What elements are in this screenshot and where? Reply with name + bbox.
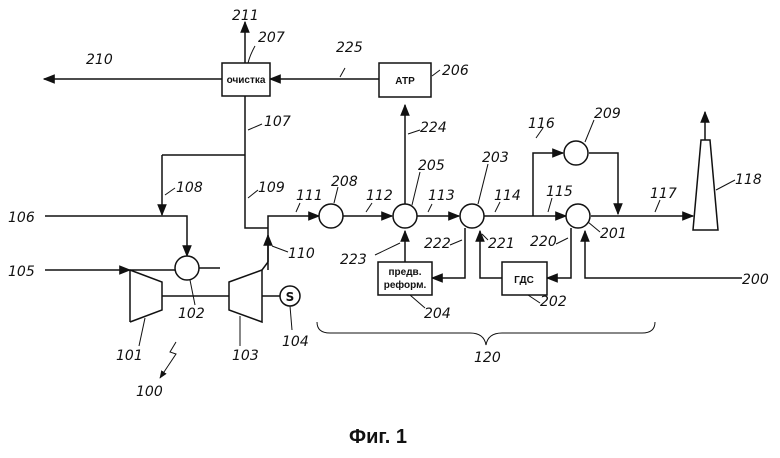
ref-201: 201 (600, 226, 627, 242)
ref-221: 221 (488, 236, 515, 252)
ref-208: 208 (331, 174, 358, 190)
ref-115: 115 (546, 184, 573, 200)
leader-203 (478, 164, 488, 204)
prereformer-label-1: предв. (389, 267, 422, 278)
leader-110 (272, 246, 288, 252)
leader-101 (139, 318, 145, 346)
ref-103: 103 (232, 348, 259, 364)
ref-117: 117 (650, 186, 677, 202)
ref-207: 207 (258, 30, 285, 46)
ref-105: 105 (8, 264, 35, 280)
turbine-103 (229, 270, 262, 322)
node-209 (564, 141, 588, 165)
ref-112: 112 (366, 188, 393, 204)
leader-205 (412, 172, 420, 205)
leader-206 (432, 70, 440, 76)
ref-224: 224 (420, 120, 447, 136)
leader-100-arrow (160, 366, 168, 378)
leader-100-squiggle (168, 342, 176, 366)
ref-220: 220 (530, 234, 557, 250)
leader-222 (450, 240, 462, 245)
leader-111 (296, 203, 300, 212)
leader-224 (408, 130, 420, 134)
leader-112 (366, 203, 372, 212)
ref-210: 210 (86, 52, 113, 68)
atr-label: АТР (395, 76, 415, 87)
ref-211: 211 (232, 8, 259, 24)
ref-205: 205 (418, 158, 445, 174)
ref-101: 101 (116, 348, 143, 364)
ref-104: 104 (282, 334, 309, 350)
leader-102 (190, 280, 195, 305)
ref-120: 120 (474, 350, 501, 366)
node-208 (319, 204, 343, 228)
ref-206: 206 (442, 63, 469, 79)
ref-102: 102 (178, 306, 205, 322)
leader-223 (375, 243, 400, 255)
ref-100: 100 (136, 384, 163, 400)
leader-202 (528, 295, 540, 303)
brace-120 (317, 322, 655, 345)
node-203 (460, 204, 484, 228)
ref-222: 222 (424, 236, 451, 252)
exhaust-stub (262, 262, 268, 270)
node-205 (393, 204, 417, 228)
ref-110: 110 (288, 246, 315, 262)
ref-200: 200 (742, 272, 769, 288)
node-102 (175, 256, 199, 280)
stream-106 (45, 216, 187, 256)
stack-118 (693, 140, 718, 230)
leader-118 (716, 180, 735, 190)
ref-223: 223 (340, 252, 367, 268)
ref-106: 106 (8, 210, 35, 226)
figure-caption: Фиг. 1 (349, 426, 407, 448)
leader-104 (290, 306, 292, 330)
ref-114: 114 (494, 188, 521, 204)
leader-113 (428, 204, 432, 212)
leader-207 (248, 46, 255, 63)
leader-109 (248, 190, 258, 198)
ref-107: 107 (264, 114, 291, 130)
leader-204 (410, 295, 425, 308)
ref-209: 209 (594, 106, 621, 122)
node-201 (566, 204, 590, 228)
compressor-101 (130, 270, 162, 322)
leader-201 (588, 222, 600, 232)
stream-209-out (589, 153, 618, 214)
ref-113: 113 (428, 188, 455, 204)
leader-220 (556, 238, 568, 244)
ref-225: 225 (336, 40, 363, 56)
prereformer-label-2: реформ. (384, 279, 427, 291)
ref-204: 204 (424, 306, 451, 322)
leader-115 (548, 198, 552, 212)
generator-symbol: S (286, 290, 295, 304)
ref-109: 109 (258, 180, 285, 196)
ref-116: 116 (528, 116, 555, 132)
cleaning-label: очистка (227, 75, 266, 86)
ref-108: 108 (176, 180, 203, 196)
leader-209 (585, 120, 594, 142)
ref-202: 202 (540, 294, 567, 310)
leader-108 (165, 188, 175, 195)
hds-label: ГДС (514, 275, 534, 286)
ref-118: 118 (735, 172, 762, 188)
ref-111: 111 (296, 188, 323, 204)
leader-107 (248, 124, 262, 130)
ref-203: 203 (482, 150, 509, 166)
leader-225 (340, 68, 345, 77)
